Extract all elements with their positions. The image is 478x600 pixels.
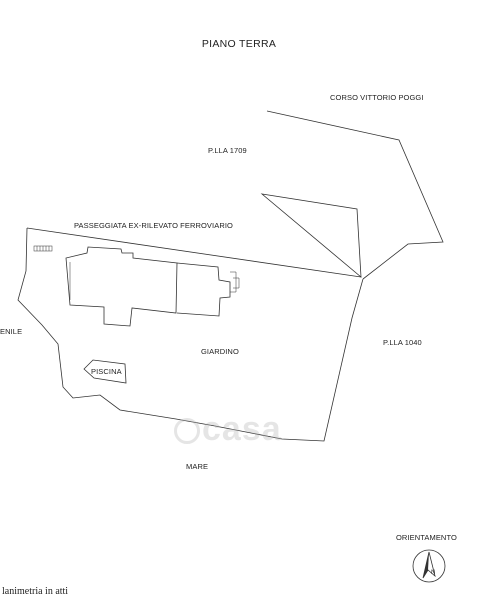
compass-north-label: N: [431, 570, 435, 576]
compass-icon: N: [412, 549, 446, 583]
building-outline: [65, 246, 178, 327]
building-annex-outline: [176, 262, 231, 317]
label-passeggiata: PASSEGGIATA EX-RILEVATO FERROVIARIO: [74, 221, 233, 230]
label-orientamento: ORIENTAMENTO: [396, 533, 457, 542]
upper-parcel-outline: [260, 110, 444, 280]
label-piscina: PISCINA: [91, 367, 122, 376]
label-mare: MARE: [186, 462, 209, 471]
caption: lanimetria in atti: [2, 586, 69, 597]
label-corso: CORSO VITTORIO POGGI: [330, 93, 424, 102]
main-lot-outline: [17, 227, 364, 442]
stair-detail: [33, 245, 53, 252]
building-steps: [230, 271, 240, 293]
label-fienile: ENILE: [0, 327, 23, 336]
label-giardino: GIARDINO: [201, 347, 239, 356]
watermark-text: casa: [202, 410, 282, 448]
pool-outline: [83, 359, 127, 384]
label-plla-1040: P.LLA 1040: [383, 338, 422, 347]
watermark-logo-icon: [174, 418, 200, 444]
label-plla-1709: P.LLA 1709: [208, 146, 247, 155]
page-title: PIANO TERRA: [201, 38, 277, 50]
parcel-1709-outline: [18, 111, 443, 441]
